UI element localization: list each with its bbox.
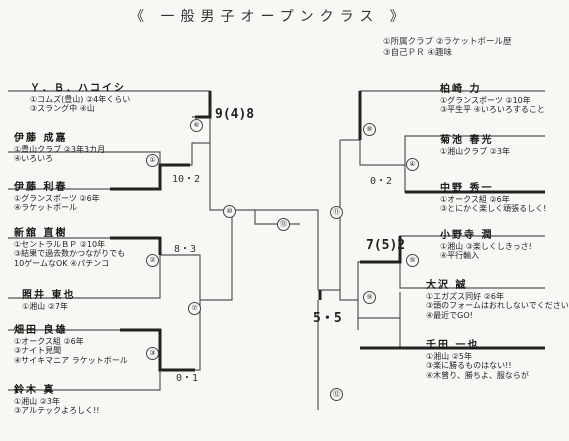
player-info: ④平行輸入 [440,251,480,261]
match-node-11: ⑪ [330,206,343,219]
match-node-10: ⑩ [223,205,236,218]
player-name: 新舘 直樹 [14,228,68,239]
player-info: ①グランスポーツ ②6年 [14,194,100,203]
match-node-13: ⑬ [277,218,290,231]
match-node-12: ⑫ [330,388,343,401]
player-name: 千田 一也 [426,340,480,351]
match-node-5: ⑤ [406,254,419,267]
player-info: ①コムズ(豊山) ②4年くらい [30,95,131,104]
match-node-9: ⑨ [363,291,376,304]
legend-line-1: ①所属クラブ ②ラケットボール歴 [383,37,512,47]
left-entry-2: 伊藤 成嘉 ①豊山クラブ ②3年3カ月 ④いろいろ [14,133,105,164]
match-node-1: ① [146,154,159,167]
player-info: 10ゲームなOK ④パチンコ [14,258,110,268]
player-info: ④ラケットボール [14,203,78,213]
player-info: ④サイキマニア ラケットボール [14,355,128,365]
player-info: ④いろいろ [14,154,54,164]
player-info: ①グランスポーツ ②10年 [440,96,531,105]
player-name: 伊藤 成嘉 [14,133,68,144]
player-info: ③頭のフォームはおれしないでください [426,301,569,311]
match-node-4: ④ [406,158,419,171]
match-node-6: ⑥ [190,119,203,132]
player-info: ①オークス組 ②6年 [440,195,510,204]
right-entry-6: 千田 一也 ①湘山 ②5年 ③楽に勝るものはない!! ④木曾り、勝ちよ、服ならが [426,340,529,380]
player-info: ③ナイト見聞 [14,346,62,356]
player-info: ③とにかく楽しく頑張るしく! [440,204,547,214]
left-entry-5: 照井 東也 ①湘山 ②7年 [22,290,75,311]
legend: ①所属クラブ ②ラケットボール歴 ③自己ＰＲ ④趣味 [383,37,511,59]
player-name: 柏崎 力 [440,84,482,95]
score-match-3: 0・1 [176,373,199,384]
score-match-1: 10・2 [172,174,201,185]
player-name: 菊池 春光 [440,135,494,146]
right-entry-2: 菊池 春光 ①湘山クラブ ②3年 [440,135,510,156]
right-entry-1: 柏崎 力 ①グランスポーツ ②10年 ③平生平 ④いろいろすること [440,84,545,115]
player-name: Ｙ．Ｂ．ハコイシ [30,83,126,94]
score-match-8: 9(4)8 [215,107,255,122]
player-info: ①湘山クラブ ②3年 [440,147,510,156]
player-info: ①セントラルＢＰ ②10年 [14,240,106,249]
right-entry-5: 大沢 誠 ①エガズス同好 ②6年 ③頭のフォームはおれしないでください ④最近で… [426,280,569,320]
left-entry-4: 新舘 直樹 ①セントラルＢＰ ②10年 ③結果で過去数かつながりでも 10ゲーム… [14,228,125,268]
player-name: 大沢 誠 [426,280,468,291]
player-name: 照井 東也 [22,290,76,301]
match-node-2: ② [146,254,159,267]
page-title: 《 一般男子オープンクラス 》 [130,9,410,25]
match-node-8: ⑧ [363,123,376,136]
legend-line-2: ③自己ＰＲ ④趣味 [383,48,452,58]
player-info: ①エガズス同好 ②6年 [426,292,504,301]
player-info: ①豊山クラブ ②3年3カ月 [14,145,106,154]
player-info: ③結果で過去数かつながりでも [14,249,126,259]
player-name: 伊藤 利春 [14,182,68,193]
player-name: 中野 秀一 [440,183,494,194]
player-name: 鈴木 真 [14,385,56,396]
player-name: 畑田 良雄 [14,325,68,336]
player-info: ③スラング中 ④山 [30,104,95,114]
player-info: ①湘山 ②7年 [22,302,68,311]
player-name: 小野寺 潤 [440,230,494,241]
player-info: ③アルテックよろしく!! [14,406,100,416]
player-info: ③平生平 ④いろいろすること [440,105,545,115]
player-info: ③楽に勝るものはない!! [426,361,512,371]
right-entry-4: 小野寺 潤 ①湘山 ③楽しくしきっさ! ④平行輸入 [440,230,532,261]
left-entry-3: 伊藤 利春 ①グランスポーツ ②6年 ④ラケットボール [14,182,100,213]
player-info: ①湘山 ②3年 [14,397,60,406]
left-entry-7: 鈴木 真 ①湘山 ②3年 ③アルテックよろしく!! [14,385,100,416]
score-match-4: 0・2 [370,176,393,187]
player-info: ①湘山 ③楽しくしきっさ! [440,242,532,251]
match-node-3: ③ [146,347,159,360]
score-match-5: 7(5)2 [366,238,406,253]
player-info: ①オークス組 ②6年 [14,337,84,346]
left-entry-1: Ｙ．Ｂ．ハコイシ ①コムズ(豊山) ②4年くらい ③スラング中 ④山 [30,83,130,114]
player-info: ①湘山 ②5年 [426,352,472,361]
right-entry-3: 中野 秀一 ①オークス組 ②6年 ③とにかく楽しく頑張るしく! [440,183,546,214]
match-node-7: ⑦ [188,302,201,315]
score-match-9: 5・5 [313,311,342,326]
player-info: ④最近でGO! [426,310,473,320]
score-match-2: 8・3 [174,244,197,255]
player-info: ④木曾り、勝ちよ、服ならが [426,370,529,380]
left-entry-6: 畑田 良雄 ①オークス組 ②6年 ③ナイト見聞 ④サイキマニア ラケットボール [14,325,128,365]
